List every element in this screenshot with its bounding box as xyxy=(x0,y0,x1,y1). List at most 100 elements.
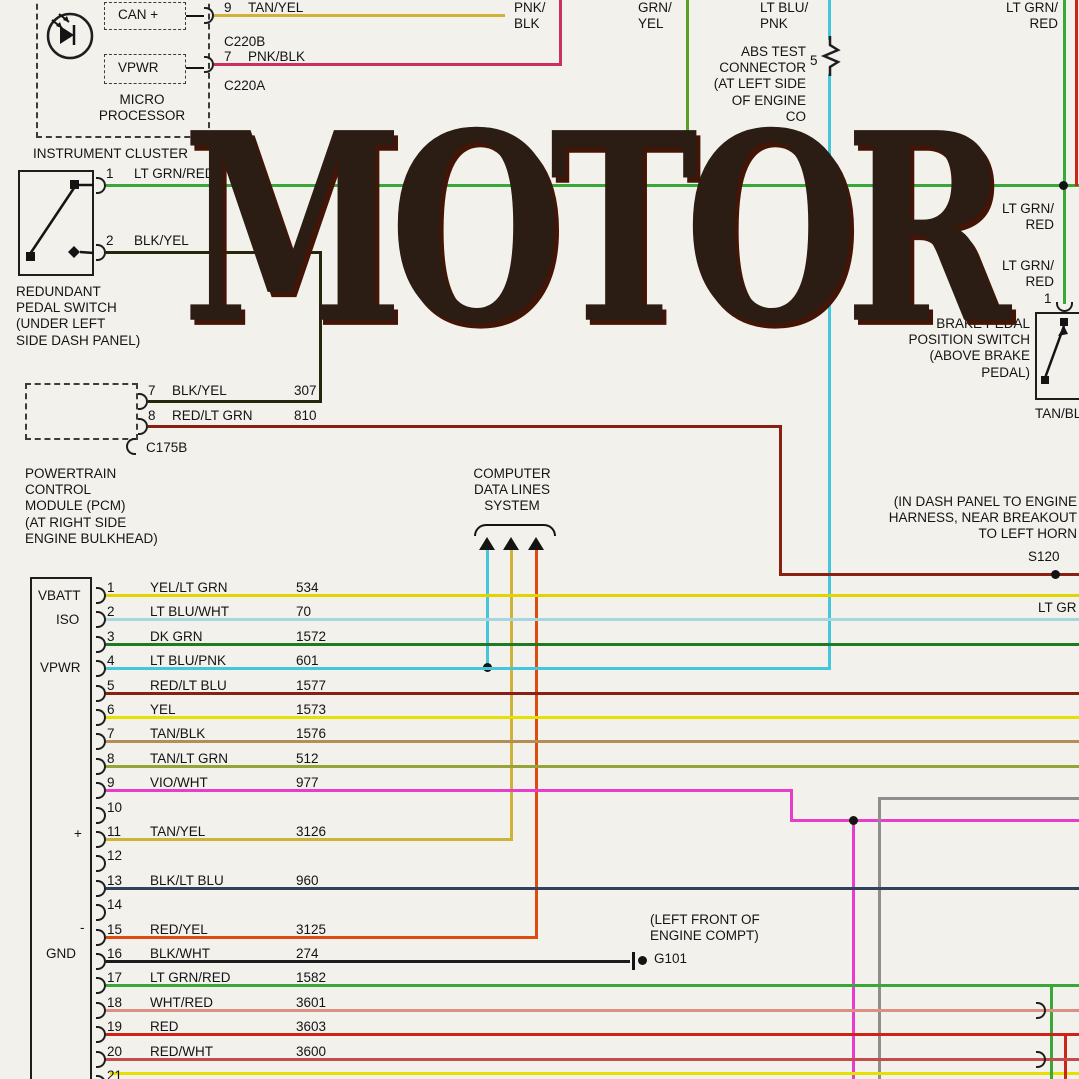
pin-number: 17 xyxy=(107,970,123,986)
wire-blk-yel-vertical xyxy=(319,251,322,403)
connector-pin-row: 7 TAN/BLK 1576 xyxy=(0,726,1079,751)
wire-name: YEL xyxy=(150,702,176,717)
wire-name: LT BLU/PNK xyxy=(150,653,227,669)
wire-line xyxy=(106,1057,1079,1061)
pin-bracket-pcm-8 xyxy=(138,418,148,435)
wire-data-line-orange xyxy=(535,550,538,938)
pin-number: 4 xyxy=(107,653,115,669)
off-page-arrow-icon xyxy=(503,537,519,550)
ground-location-note: (LEFT FRONT OF ENGINE COMPT) xyxy=(650,912,760,944)
wire-line xyxy=(106,886,1079,890)
pin-number: 8 xyxy=(107,750,115,766)
redundant-pedal-switch-symbol-icon xyxy=(26,180,94,261)
connector-pin-row: 20 RED/WHT 3600 xyxy=(0,1044,1079,1069)
pin-bracket xyxy=(96,1050,106,1068)
vpwr-label-main: VPWR xyxy=(40,660,81,675)
wire-blk-yel-horizontal-a xyxy=(106,251,322,254)
wire-name: YEL/LT GRN xyxy=(150,580,228,595)
wire-tan-yel-top xyxy=(214,14,505,17)
cluster-pin9-stub xyxy=(186,15,204,17)
abs-pin-number: 5 xyxy=(810,53,818,68)
circuit-number: 307 xyxy=(294,383,317,398)
wire-lt-blu-pnk-vertical-lower xyxy=(828,74,831,670)
wire-line xyxy=(106,1008,1079,1012)
wire-name: TAN/LT GRN xyxy=(150,750,229,766)
pin-number: 16 xyxy=(107,946,123,961)
circuit-number: 1577 xyxy=(296,677,327,693)
circuit-number: 810 xyxy=(294,408,317,423)
pin-bracket-pedal-1 xyxy=(96,177,106,194)
pin-bracket xyxy=(96,611,106,629)
wire-data-line-cyan xyxy=(486,550,489,669)
pin-number: 8 xyxy=(148,408,156,423)
connector-pin-row: 15 RED/YEL 3125 xyxy=(0,922,1079,947)
pin-number: 2 xyxy=(107,604,115,620)
off-page-arrow-icon xyxy=(479,537,495,550)
circuit-number: 601 xyxy=(296,653,319,669)
wire-name: BLK/YEL xyxy=(172,383,227,398)
wire-lt-blu-pnk-vertical-upper xyxy=(828,0,831,40)
pin-number: 3 xyxy=(107,628,115,644)
pin-number: 13 xyxy=(107,872,123,888)
wire-line xyxy=(106,716,1079,719)
wire-name: RED/LT GRN xyxy=(172,408,253,423)
can-label: CAN + xyxy=(118,7,159,22)
connector-bracket-c175b xyxy=(126,438,136,455)
wire-gray-horizontal xyxy=(878,797,1079,800)
wire-line xyxy=(106,789,793,793)
wire-line xyxy=(106,1033,1079,1037)
pin-bracket xyxy=(96,635,106,653)
pin-bracket-c220a xyxy=(204,56,214,73)
pin-number: 1 xyxy=(1044,291,1052,306)
circuit-number: 534 xyxy=(296,580,319,595)
connector-pin-rows: 1 YEL/LT GRN 534 2 LT BLU/WHT 70 3 DK GR… xyxy=(0,580,1079,1079)
pin-bracket xyxy=(96,1001,106,1019)
pin-number: 7 xyxy=(224,49,232,64)
ground-label: G101 xyxy=(654,951,688,966)
pin-bracket xyxy=(96,733,106,751)
wire-line xyxy=(106,838,513,841)
circuit-number: 3603 xyxy=(296,1019,327,1035)
wire-gray-vertical xyxy=(878,797,881,1079)
brake-pedal-switch-symbol-icon xyxy=(1041,318,1068,384)
circuit-number: 977 xyxy=(296,775,319,791)
pcm-caption: POWERTRAIN CONTROL MODULE (PCM) (AT RIGH… xyxy=(25,466,158,546)
pin-number: 18 xyxy=(107,994,123,1010)
cluster-pin7-stub xyxy=(186,67,204,69)
junction-dot-lt-grn-red xyxy=(1059,181,1068,190)
wire-line xyxy=(106,691,1079,695)
pin-bracket xyxy=(96,709,106,726)
junction-dot-vio-wht xyxy=(849,816,858,825)
connector-pin-row: 1 YEL/LT GRN 534 xyxy=(0,580,1079,605)
pin-bracket xyxy=(96,904,106,922)
pin-bracket xyxy=(96,879,106,897)
wire-name: RED xyxy=(150,1019,179,1035)
pin-bracket-pcm-7 xyxy=(138,393,148,410)
wire-pnk-blk-vertical xyxy=(559,0,562,66)
splice-label-s120: S120 xyxy=(1028,549,1060,564)
pin-number: 7 xyxy=(107,726,115,742)
vbatt-label: VBATT xyxy=(38,588,81,603)
pin-number: 2 xyxy=(106,233,114,248)
pin-number: 11 xyxy=(107,824,122,839)
pin-bracket-bottom-right-1 xyxy=(1036,1002,1046,1019)
wire-red-vertical-corner xyxy=(1075,0,1078,186)
wire-data-line-yellow xyxy=(510,550,513,840)
connector-pin-row: 9 VIO/WHT 977 xyxy=(0,775,1079,800)
data-lines-brace xyxy=(474,524,556,536)
connector-pin-row: 10 xyxy=(0,800,1079,825)
right-edge-wire-label: LT GR xyxy=(1038,600,1077,615)
pin-bracket-bottom-right-2 xyxy=(1036,1051,1046,1068)
circuit-number: 3600 xyxy=(296,1043,327,1059)
abs-test-connector-caption: ABS TEST CONNECTOR (AT LEFT SIDE OF ENGI… xyxy=(713,44,806,124)
wire-line xyxy=(106,764,1079,768)
wire-vio-wht-jog xyxy=(790,789,793,822)
off-page-arrow-icon xyxy=(528,537,544,550)
pin-number: 9 xyxy=(224,0,232,15)
pin-number: 14 xyxy=(107,897,123,913)
wire-line xyxy=(106,740,1079,744)
wire-name: TAN/BLK xyxy=(150,726,206,742)
wire-blk-yel-horizontal-b xyxy=(148,400,322,403)
connector-pin-row: 3 DK GRN 1572 xyxy=(0,629,1079,654)
pin-bracket xyxy=(96,831,106,848)
